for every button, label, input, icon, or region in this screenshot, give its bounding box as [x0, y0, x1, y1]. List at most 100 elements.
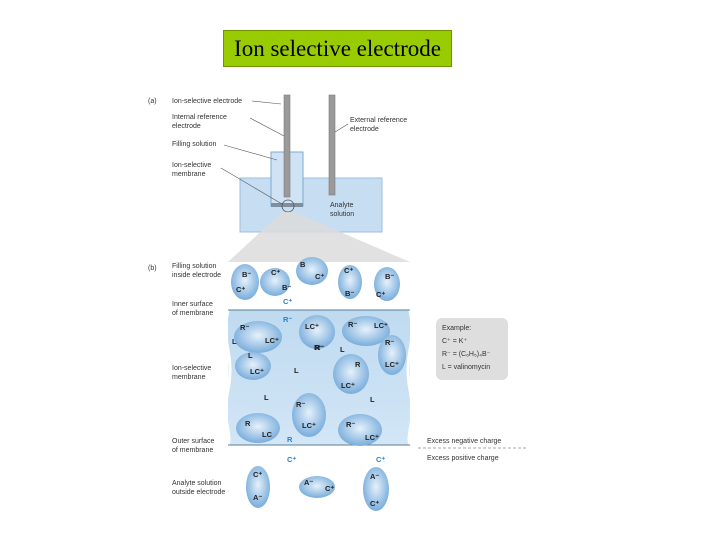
molecule-blob [333, 354, 369, 394]
membrane-right-edge [406, 309, 414, 446]
bottom-molecules: C⁺ A⁻ A⁻ C⁺ A⁻ C⁺ [246, 466, 389, 511]
molecule-blob [342, 316, 390, 346]
external-reference-electrode [328, 94, 336, 196]
outer-free-ion: C⁺ [287, 455, 296, 464]
label-internal-reference-1: Internal reference [172, 114, 227, 121]
molecule-label: R⁻ [348, 320, 357, 329]
example-line1: C⁺ = K⁺ [442, 338, 467, 345]
molecule-blob [292, 393, 326, 437]
membrane-free-species: L [264, 393, 269, 402]
label-membrane-2: membrane [172, 171, 206, 178]
molecule-label: LC⁺ [374, 321, 388, 330]
molecule-label: R [355, 360, 361, 369]
label-analyte-2: solution [330, 211, 354, 218]
label-analyte-1: Analyte [330, 202, 353, 209]
membrane-free-species: L [294, 366, 299, 375]
top-molecules: B⁻ C⁺ C⁺ B⁻ B C⁺ C⁺ B⁻ B⁻ C⁺ [231, 257, 400, 301]
label-analyte-out-1: Analyte solution [172, 480, 222, 487]
slide-title: Ion selective electrode [234, 35, 441, 61]
molecule-label: LC⁺ [385, 360, 399, 369]
molecule-label: LC⁺ [305, 322, 319, 331]
molecule-label: LC⁺ [265, 336, 279, 345]
molecule-label: LC⁺ [302, 421, 316, 430]
molecule-label: LC [262, 430, 273, 439]
molecule-label: R [245, 419, 251, 428]
label-excess-negative: Excess negative charge [427, 438, 501, 445]
molecule-label: C⁺ [370, 499, 379, 508]
molecule-label: B⁻ [345, 289, 354, 298]
label-ion-selective-electrode: Ion-selective electrode [172, 98, 242, 105]
molecule-blob [260, 268, 290, 296]
membrane-free-species: L [232, 337, 237, 346]
molecule-label: R⁻ [385, 338, 394, 347]
label-filling-inside-1: Filling solution [172, 263, 216, 270]
label-internal-reference-2: electrode [172, 123, 201, 130]
molecule-label: B [300, 260, 306, 269]
molecule-label: LC⁺ [365, 433, 379, 442]
molecule-label: B⁻ [385, 272, 394, 281]
label-ion-sel-2: membrane [172, 374, 206, 381]
molecule-label: C⁺ [344, 266, 353, 275]
molecule-label: C⁺ [271, 268, 280, 277]
molecule-label: C⁺ [253, 470, 262, 479]
panel-a-tag: (a) [148, 98, 157, 105]
example-heading: Example: [442, 325, 471, 332]
label-filling-inside-2: inside electrode [172, 272, 221, 279]
molecule-label: C⁺ [236, 285, 245, 294]
molecule-blob [236, 413, 280, 443]
outer-free-ion: R [287, 435, 293, 444]
molecule-label: R⁻ [346, 420, 355, 429]
outer-free-ion: C⁺ [376, 455, 385, 464]
label-inner-surface-2: of membrane [172, 310, 213, 317]
molecule-label: A⁻ [304, 478, 313, 487]
molecule-blob [299, 315, 335, 349]
label-excess-positive: Excess positive charge [427, 455, 499, 462]
molecule-label: C⁺ [376, 290, 385, 299]
molecule-label: L [248, 351, 253, 360]
molecule-blob [235, 352, 271, 380]
molecule-blob [338, 265, 362, 299]
molecule-label: A⁻ [370, 472, 379, 481]
internal-reference-electrode [283, 94, 291, 198]
label-ion-sel-1: Ion-selective [172, 365, 211, 372]
molecule-blob [378, 335, 406, 375]
molecule-blob [231, 264, 259, 300]
molecule-label: R⁻ [315, 343, 324, 352]
membrane-free-species: R⁻ [314, 343, 323, 352]
molecule-blob [296, 257, 328, 285]
molecule-blob [338, 414, 382, 446]
membrane-free-species: L [370, 395, 375, 404]
molecule-label: R⁻ [240, 323, 249, 332]
molecule-label: LC⁺ [341, 381, 355, 390]
membrane-molecules: R⁻ LC⁺ LC⁺ R⁻ R⁻ LC⁺ R⁻ LC⁺ L LC⁺ R LC⁺ … [234, 315, 406, 446]
molecule-blob [234, 321, 282, 353]
molecule-label: R⁻ [296, 400, 305, 409]
molecule-blob [374, 267, 400, 301]
example-line3: L = valinomycin [442, 364, 490, 371]
label-outer-surface-1: Outer surface [172, 438, 215, 445]
membrane-left-edge [224, 309, 232, 446]
label-membrane-1: Ion-selective [172, 162, 211, 169]
molecule-label: B⁻ [282, 283, 291, 292]
panel-b-tag: (b) [148, 265, 157, 272]
molecule-label: A⁻ [253, 493, 262, 502]
zoom-funnel [228, 212, 410, 262]
label-filling-solution: Filling solution [172, 141, 216, 148]
label-external-reference-1: External reference [350, 117, 407, 124]
molecule-label: C⁺ [315, 272, 324, 281]
molecule-label: B⁻ [242, 270, 251, 279]
example-line2: R⁻ = (C₆H₅)₄B⁻ [442, 351, 491, 358]
title-box: Ion selective electrode [223, 30, 452, 67]
molecule-blob [299, 476, 335, 498]
molecule-label: C⁺ [325, 484, 334, 493]
membrane-free-species: L [340, 345, 345, 354]
membrane-strip [271, 203, 303, 207]
label-outer-surface-2: of membrane [172, 447, 213, 454]
example-box [436, 318, 508, 380]
molecule-blob [363, 467, 389, 511]
label-analyte-out-2: outside electrode [172, 489, 225, 496]
molecule-label: LC⁺ [250, 367, 264, 376]
label-inner-surface-1: Inner surface [172, 301, 213, 308]
label-external-reference-2: electrode [350, 126, 379, 133]
